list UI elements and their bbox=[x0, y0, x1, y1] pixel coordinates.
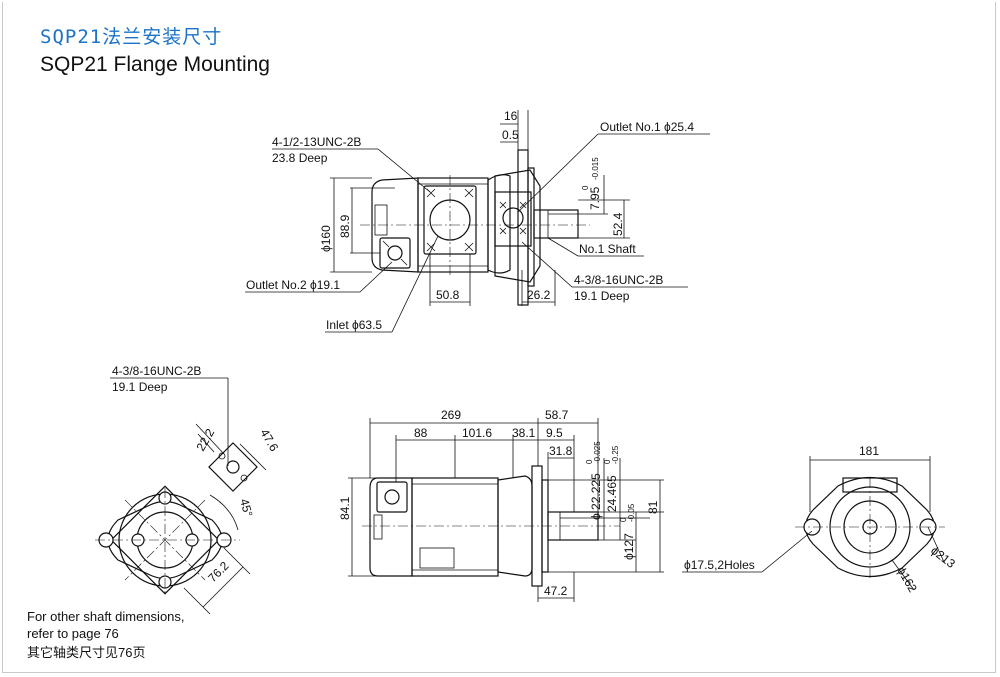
top-dim-7-95-tol-upper: 0 bbox=[581, 185, 590, 190]
title-english: SQP21 Flange Mounting bbox=[40, 53, 270, 76]
left-dim-22-2: 22.2 bbox=[193, 426, 217, 454]
top-dim-26-2: 26.2 bbox=[527, 288, 551, 302]
side-dim-81: 81 bbox=[646, 500, 660, 514]
side-dim-22-225-tol-upper: 0 bbox=[585, 459, 594, 464]
left-thread: 4-3/8-16UNC-2B bbox=[112, 364, 201, 378]
top-dim-52-4: 52.4 bbox=[611, 212, 625, 236]
top-dim-7-95: 7.95 bbox=[588, 186, 602, 210]
side-dim-58-7: 58.7 bbox=[545, 408, 569, 422]
top-outlet-1: Outlet No.1 ϕ25.4 bbox=[600, 120, 694, 134]
side-dim-127-tol-lower: -0.05 bbox=[627, 503, 636, 522]
note-line-1: For other shaft dimensions, bbox=[27, 609, 185, 624]
left-dim-47-6: 47.6 bbox=[257, 427, 281, 455]
right-holes: ϕ17.5,2Holes bbox=[684, 558, 755, 572]
side-dim-84-1: 84.1 bbox=[338, 496, 352, 520]
top-inlet: Inlet ϕ63.5 bbox=[326, 318, 382, 332]
side-dim-38-1: 38.1 bbox=[512, 426, 536, 440]
right-view: 181 ϕ17.5,2Holes ϕ213 ϕ162 bbox=[682, 444, 958, 595]
side-dim-269: 269 bbox=[441, 408, 461, 422]
note-line-3: 其它轴类尺寸见76页 bbox=[27, 645, 146, 660]
top-mount-depth: 19.1 Deep bbox=[574, 289, 630, 303]
side-dim-47-2: 47.2 bbox=[544, 584, 568, 598]
top-mount-thread: 4-3/8-16UNC-2B bbox=[574, 273, 663, 287]
side-dim-22-225-tol-lower: -0.025 bbox=[593, 441, 602, 464]
top-shaft-label: No.1 Shaft bbox=[579, 242, 636, 256]
top-dim-0-5: 0.5 bbox=[502, 128, 519, 142]
left-view: 4-3/8-16UNC-2B 19.1 Deep 22.2 47.6 45° 7… bbox=[95, 364, 281, 615]
right-dim-181: 181 bbox=[859, 444, 879, 458]
top-dim-88-9: 88.9 bbox=[338, 214, 352, 238]
side-dim-24-465-tol-upper: 0 bbox=[603, 459, 612, 464]
left-dim-76-2: 76.2 bbox=[205, 558, 232, 585]
side-dim-24-465-tol-lower: -0.25 bbox=[611, 445, 620, 464]
side-dim-127: ϕ127 bbox=[622, 533, 636, 560]
side-dim-101-6: 101.6 bbox=[462, 426, 492, 440]
top-dim-50-8: 50.8 bbox=[436, 288, 460, 302]
side-dim-31-8: 31.8 bbox=[549, 444, 573, 458]
right-dim-213: ϕ213 bbox=[928, 543, 958, 571]
top-dim-16: 16 bbox=[504, 109, 518, 123]
left-depth: 19.1 Deep bbox=[112, 380, 168, 394]
side-dim-88: 88 bbox=[414, 426, 428, 440]
top-dim-160: ϕ160 bbox=[319, 225, 333, 252]
side-view: 269 58.7 88 101.6 38.1 9.5 31.8 84.1 ϕ 2… bbox=[338, 408, 664, 602]
top-outlet-2: Outlet No.2 ϕ19.1 bbox=[246, 278, 340, 292]
top-view: ϕ160 88.9 4-1/2-13UNC-2B 23.8 Deep 16 0.… bbox=[245, 109, 710, 333]
side-dim-24-465: 24.465 bbox=[605, 475, 619, 512]
side-dim-9-5: 9.5 bbox=[546, 426, 563, 440]
top-dim-7-95-tol-lower: -0.015 bbox=[591, 157, 600, 180]
note-line-2: refer to page 76 bbox=[27, 626, 119, 641]
side-dim-22-225: ϕ 22.225 bbox=[589, 473, 603, 520]
top-callout-thread: 4-1/2-13UNC-2B bbox=[272, 135, 361, 149]
top-callout-depth: 23.8 Deep bbox=[272, 151, 328, 165]
right-dim-162: ϕ162 bbox=[894, 565, 920, 595]
left-angle: 45° bbox=[237, 497, 255, 518]
side-dim-127-tol-upper: 0 bbox=[619, 517, 628, 522]
title-chinese: SQP21法兰安装尺寸 bbox=[40, 26, 223, 48]
